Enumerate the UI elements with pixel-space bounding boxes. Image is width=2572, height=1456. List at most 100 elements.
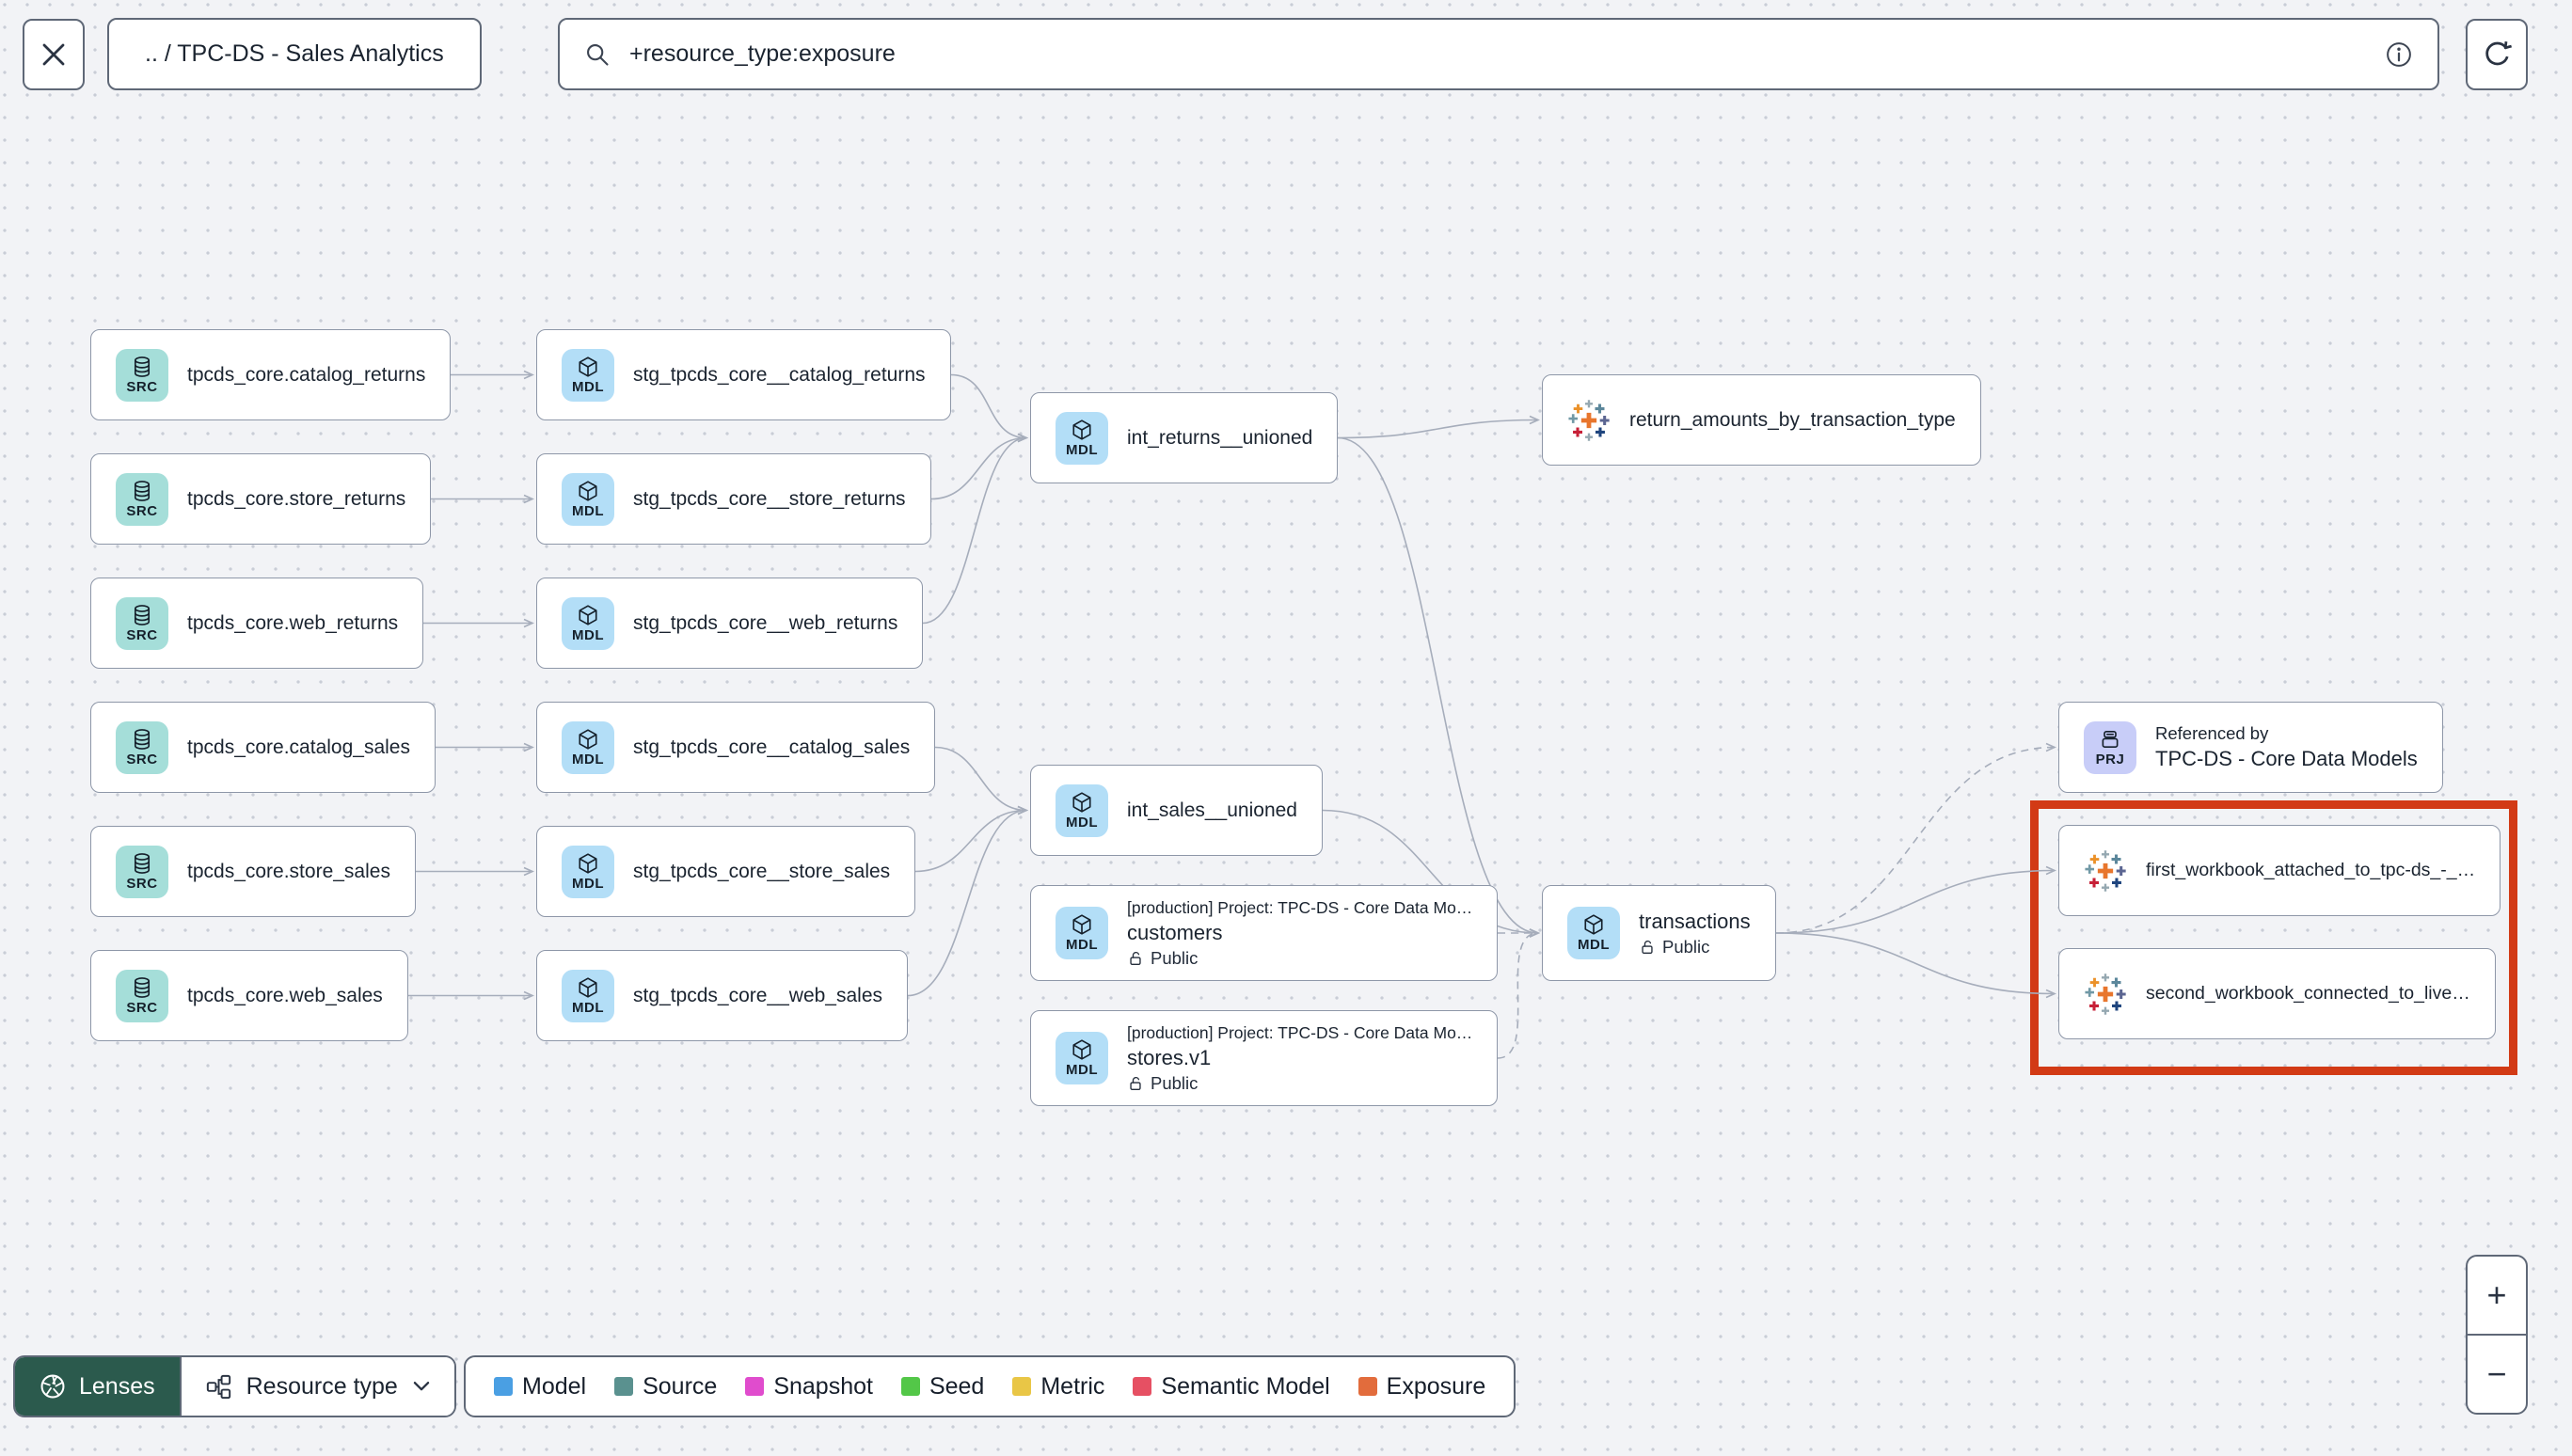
node-model-transactions[interactable]: MDL transactions Public: [1542, 885, 1776, 981]
legend-item-semantic-model: Semantic Model: [1133, 1373, 1330, 1401]
node-label: stg_tpcds_core__catalog_returns: [633, 363, 926, 386]
legend-item-snapshot: Snapshot: [745, 1373, 873, 1401]
database-icon: [131, 480, 153, 502]
model-badge: MDL: [562, 969, 614, 1022]
resource-type-icon: [206, 1374, 231, 1400]
search-bar[interactable]: [558, 18, 2439, 90]
legend-item-metric: Metric: [1012, 1373, 1104, 1401]
access-badge: Public: [1639, 937, 1751, 957]
node-stg-catalog-sales[interactable]: MDL stg_tpcds_core__catalog_sales: [536, 702, 936, 793]
unlock-icon: [1127, 950, 1144, 967]
close-button[interactable]: [23, 19, 85, 90]
model-badge: MDL: [1056, 1032, 1108, 1084]
model-badge: MDL: [562, 845, 614, 898]
tableau-icon: [1567, 399, 1611, 442]
node-exposure-first-workbook[interactable]: first_workbook_attached_to_tpc-ds_-_…: [2058, 825, 2501, 916]
node-stg-web-returns[interactable]: MDL stg_tpcds_core__web_returns: [536, 578, 924, 669]
legend-item-source: Source: [614, 1373, 717, 1401]
source-badge: SRC: [116, 472, 168, 526]
node-stg-web-sales[interactable]: MDL stg_tpcds_core__web_sales: [536, 950, 909, 1041]
node-referenced-by-project[interactable]: PRJ Referenced by TPC-DS - Core Data Mod…: [2058, 702, 2443, 793]
node-stg-store-sales[interactable]: MDL stg_tpcds_core__store_sales: [536, 826, 916, 917]
info-icon[interactable]: [2385, 40, 2413, 69]
node-label: customers: [1127, 920, 1223, 944]
database-icon: [131, 728, 153, 751]
referenced-by-label: Referenced by: [2155, 723, 2269, 743]
node-stg-store-returns[interactable]: MDL stg_tpcds_core__store_returns: [536, 453, 931, 545]
node-src-catalog-sales[interactable]: SRC tpcds_core.catalog_sales: [90, 702, 436, 793]
node-int-sales-unioned[interactable]: MDL int_sales__unioned: [1030, 765, 1323, 856]
node-label: stg_tpcds_core__web_sales: [633, 984, 883, 1006]
node-stg-catalog-returns[interactable]: MDL stg_tpcds_core__catalog_returns: [536, 329, 951, 420]
cube-icon: [1071, 419, 1093, 441]
project-icon: [2099, 728, 2121, 751]
cube-icon: [577, 480, 599, 502]
cube-icon: [1071, 913, 1093, 936]
source-swatch: [614, 1377, 634, 1396]
lenses-toolbar: Lenses Resource type: [13, 1355, 456, 1417]
node-project-header: [production] Project: TPC-DS - Core Data…: [1127, 897, 1473, 917]
access-badge: Public: [1127, 1073, 1472, 1094]
model-swatch: [494, 1377, 513, 1396]
breadcrumb-label: .. / TPC-DS - Sales Analytics: [145, 40, 444, 67]
close-icon: [40, 40, 68, 69]
node-model-customers[interactable]: MDL [production] Project: TPC-DS - Core …: [1030, 885, 1499, 981]
database-icon: [131, 604, 153, 626]
search-input[interactable]: [629, 40, 2366, 68]
refresh-icon: [2482, 40, 2513, 71]
node-src-store-returns[interactable]: SRC tpcds_core.store_returns: [90, 453, 432, 545]
tableau-icon: [2084, 849, 2127, 893]
cube-icon: [1071, 791, 1093, 814]
unlock-icon: [1127, 1075, 1144, 1092]
node-label: int_sales__unioned: [1127, 799, 1297, 821]
node-exposure-return-amounts[interactable]: return_amounts_by_transaction_type: [1542, 374, 1981, 466]
node-exposure-second-workbook[interactable]: second_workbook_connected_to_live…: [2058, 948, 2496, 1039]
zoom-controls: + −: [2466, 1255, 2528, 1415]
model-badge: MDL: [562, 720, 614, 774]
node-model-stores-v1[interactable]: MDL [production] Project: TPC-DS - Core …: [1030, 1010, 1499, 1106]
node-label: tpcds_core.store_sales: [187, 860, 390, 882]
model-badge: MDL: [1056, 907, 1108, 959]
node-label: tpcds_core.web_returns: [187, 611, 399, 634]
model-badge: MDL: [562, 348, 614, 402]
snapshot-swatch: [745, 1377, 765, 1396]
node-project-header: [production] Project: TPC-DS - Core Data…: [1127, 1022, 1473, 1042]
node-src-web-sales[interactable]: SRC tpcds_core.web_sales: [90, 950, 408, 1041]
node-label: int_returns__unioned: [1127, 426, 1313, 449]
node-label: second_workbook_connected_to_live…: [2146, 983, 2470, 1004]
legend: Model Source Snapshot Seed Metric Semant…: [464, 1355, 1516, 1417]
metric-swatch: [1012, 1377, 1032, 1396]
node-label: transactions: [1639, 909, 1751, 933]
node-label: tpcds_core.web_sales: [187, 984, 383, 1006]
node-int-returns-unioned[interactable]: MDL int_returns__unioned: [1030, 392, 1339, 483]
node-src-catalog-returns[interactable]: SRC tpcds_core.catalog_returns: [90, 329, 452, 420]
node-src-store-sales[interactable]: SRC tpcds_core.store_sales: [90, 826, 416, 917]
node-label: stg_tpcds_core__catalog_sales: [633, 736, 911, 758]
node-label: stg_tpcds_core__web_returns: [633, 611, 898, 634]
source-badge: SRC: [116, 845, 168, 898]
model-badge: MDL: [1567, 907, 1620, 959]
node-label: tpcds_core.catalog_returns: [187, 363, 426, 386]
breadcrumb[interactable]: .. / TPC-DS - Sales Analytics: [107, 18, 482, 90]
source-badge: SRC: [116, 348, 168, 402]
chevron-down-icon: [413, 1381, 430, 1392]
refresh-button[interactable]: [2466, 19, 2528, 90]
source-badge: SRC: [116, 596, 168, 650]
model-badge: MDL: [562, 472, 614, 526]
zoom-in-button[interactable]: +: [2468, 1257, 2526, 1336]
search-icon: [584, 41, 611, 68]
node-src-web-returns[interactable]: SRC tpcds_core.web_returns: [90, 578, 424, 669]
semantic-model-swatch: [1133, 1377, 1152, 1396]
zoom-out-button[interactable]: −: [2468, 1336, 2526, 1413]
legend-item-seed: Seed: [900, 1373, 984, 1401]
node-label: return_amounts_by_transaction_type: [1629, 408, 1956, 431]
cube-icon: [1071, 1038, 1093, 1061]
resource-type-dropdown[interactable]: Resource type: [179, 1357, 454, 1416]
legend-item-model: Model: [494, 1373, 586, 1401]
model-badge: MDL: [1056, 783, 1108, 837]
cube-icon: [577, 356, 599, 378]
cube-icon: [1582, 913, 1605, 936]
cube-icon: [577, 604, 599, 626]
lenses-button[interactable]: Lenses: [15, 1357, 180, 1416]
